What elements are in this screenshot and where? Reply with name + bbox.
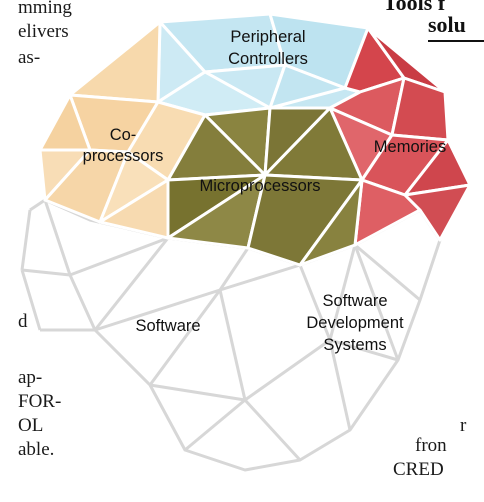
peripheral-controllers-segment (156, 12, 370, 117)
section-heading-line: solu (428, 12, 466, 37)
peripheral-controllers-label: Peripheral (230, 28, 305, 46)
left-column-line: able. (18, 439, 55, 460)
software-development-systems-label: Systems (323, 336, 386, 354)
right-column-line: r (460, 415, 467, 436)
left-column-line: elivers (18, 21, 69, 42)
dome-facet (68, 20, 162, 104)
memories-label: Memories (374, 138, 446, 156)
dome-facet (403, 183, 472, 242)
coprocessors-label: Co- (110, 126, 137, 144)
dome-facet (298, 178, 364, 267)
software-label: Software (135, 317, 200, 335)
right-column-line: CRED (393, 459, 444, 480)
coprocessors-label: processors (83, 147, 164, 165)
microprocessors-segment (166, 106, 364, 267)
heading-underline (428, 40, 484, 42)
software-development-systems-label: Software (322, 292, 387, 310)
left-column-line: FOR- (18, 391, 62, 412)
section-heading-line: Tools f (383, 0, 446, 15)
memories-segment (328, 26, 472, 247)
left-column-line: d (18, 311, 28, 332)
left-column-line: as- (18, 47, 41, 68)
left-column-line: ap- (18, 367, 43, 388)
peripheral-controllers-label: Controllers (228, 50, 308, 68)
left-column-line: OL (18, 415, 44, 436)
microprocessors-label: Microprocessors (199, 177, 320, 195)
software-development-systems-label: Development (306, 314, 404, 332)
left-column-line: mming (18, 0, 72, 18)
right-column-line: fron (415, 435, 447, 456)
coprocessors-segment (38, 20, 207, 240)
